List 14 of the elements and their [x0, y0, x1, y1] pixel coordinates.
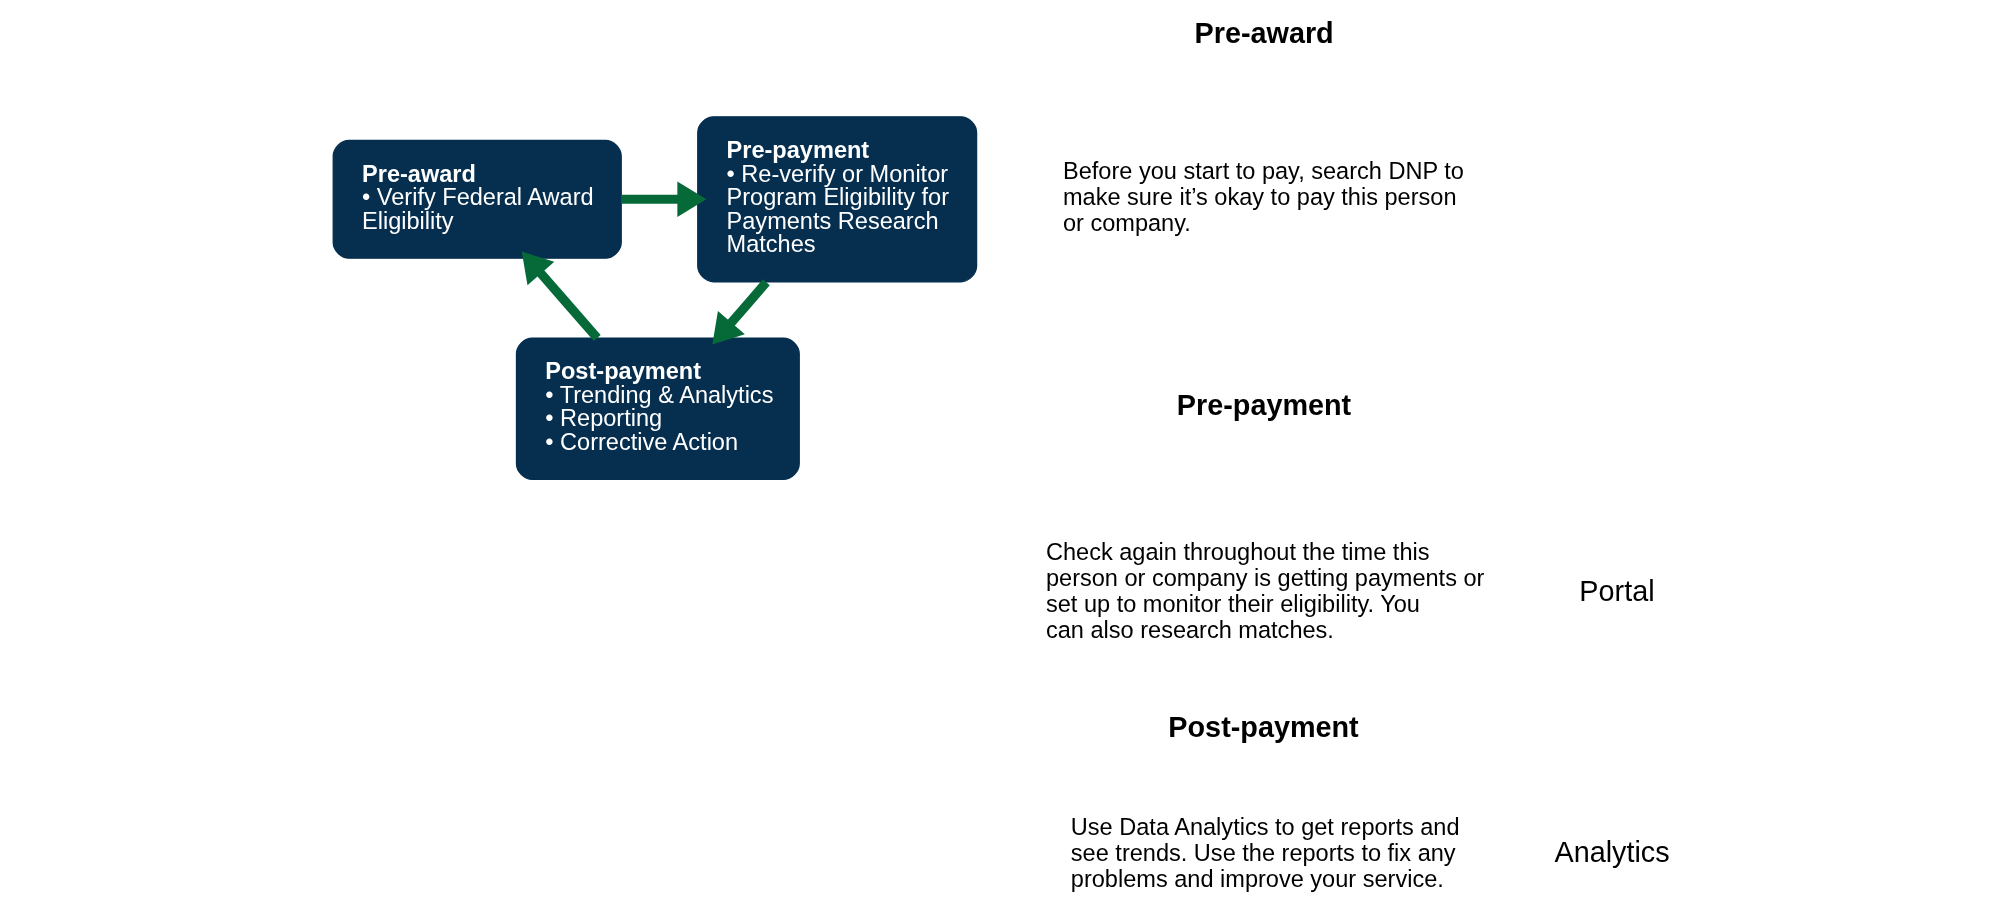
label: Analytics [1553, 836, 1670, 869]
arrow [711, 279, 770, 345]
arrow [521, 251, 601, 341]
node-box: Post-payment • Trending & Analytics • Reporting • Corrective Action [515, 337, 800, 481]
label: Pre-award [1194, 17, 1334, 49]
node-box: Pre-payment • Re-verify or Monitor Program Eligibility for Payments Research Matches [696, 116, 977, 283]
label: Check again throughout the time this person or company is getting payments or set up to monitor their eligibility. You can also research matches. [1045, 538, 1484, 644]
label: Pre-payment [1176, 388, 1351, 421]
arrow [620, 181, 706, 218]
node-box: Pre-award • Verify Federal Award Eligibility [332, 139, 622, 259]
label: Portal [1578, 574, 1655, 607]
label: Use Data Analytics to get reports and see trends. Use the reports to fix any problems and improve your service. [1070, 813, 1460, 893]
label: Post-payment [1167, 710, 1359, 743]
label: Before you start to pay, search DNP to make sure it’s okay to pay this person or company. [1062, 157, 1464, 237]
